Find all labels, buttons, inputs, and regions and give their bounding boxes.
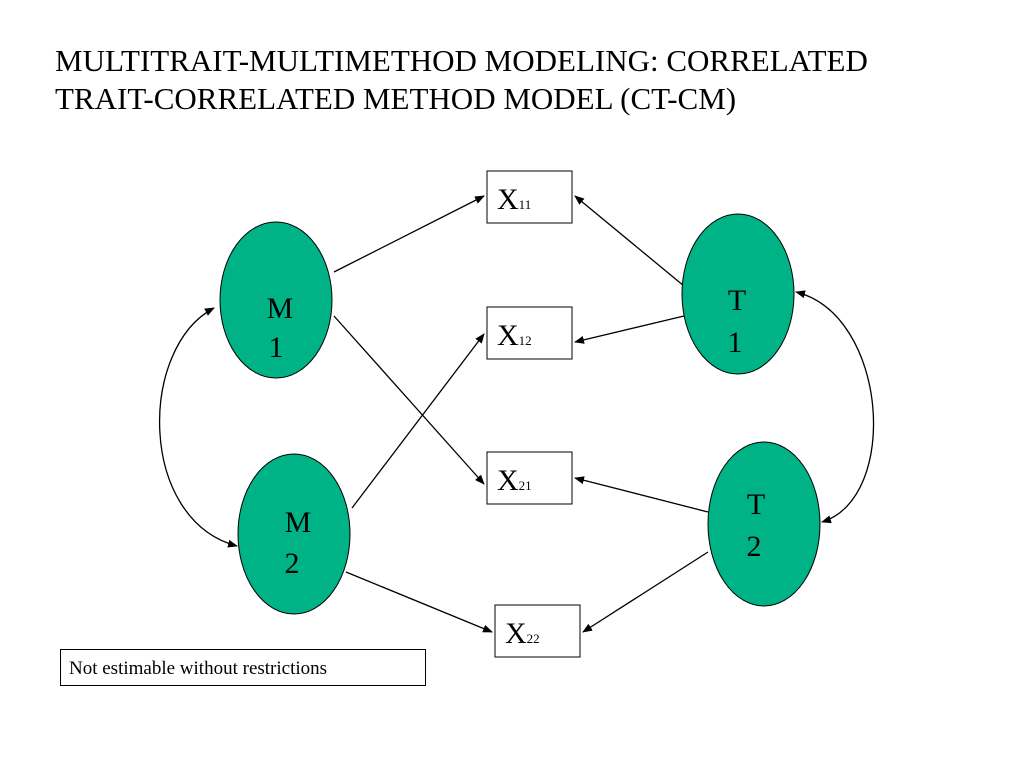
method-m2-number: 2 (285, 547, 300, 580)
trait-t2-number: 2 (747, 530, 762, 563)
trait-t1-number: 1 (728, 326, 743, 359)
trait-t2-ellipse (707, 441, 821, 607)
indicator-x11-box (486, 170, 573, 224)
indicator-x22-subscript: 22 (527, 631, 540, 646)
title-line-1: MULTITRAIT-MULTIMETHOD MODELING: CORRELA… (55, 43, 868, 78)
indicator-x22-label: X22 (505, 617, 540, 650)
slide-title: MULTITRAIT-MULTIMETHOD MODELING: CORRELA… (55, 42, 995, 118)
method-m2-letter: M (285, 506, 312, 539)
correlation-arc-m1-m2 (158, 307, 238, 548)
indicator-x12-box (486, 306, 573, 360)
indicator-x22[interactable]: X22 (494, 604, 581, 658)
method-m2-ellipse (237, 453, 351, 615)
trait-node-t2[interactable]: T 2 (707, 441, 821, 607)
method-m1-ellipse (219, 221, 333, 379)
path-arrow-t1-to-x11 (574, 195, 685, 287)
trait-t1-letter: T (728, 284, 746, 317)
indicator-x12-base: X (497, 319, 519, 352)
indicator-x21-base: X (497, 464, 519, 497)
indicator-x22-box (494, 604, 581, 658)
path-arrow-t1-to-x12 (574, 315, 685, 344)
indicator-x12-label: X12 (497, 319, 532, 352)
path-arrow-t2-to-x22 (582, 551, 709, 633)
indicator-x12[interactable]: X12 (486, 306, 573, 360)
path-arrow-m1-to-x11 (333, 195, 485, 273)
trait-t1-ellipse (681, 213, 795, 375)
method-m1-number: 1 (269, 331, 284, 364)
indicator-x22-base: X (505, 617, 527, 650)
title-line-2: TRAIT-CORRELATED METHOD MODEL (CT-CM) (55, 81, 737, 116)
trait-t2-letter: T (747, 488, 765, 521)
method-m1-letter: M (267, 292, 294, 325)
path-arrow-m2-to-x22 (345, 571, 493, 633)
trait-node-t1[interactable]: T 1 (681, 213, 795, 375)
indicator-x11-subscript: 11 (519, 197, 532, 212)
method-node-m2[interactable]: M 2 (237, 453, 351, 615)
edge-layer (158, 195, 875, 633)
path-arrow-m1-to-x21 (333, 315, 485, 485)
estimability-note: Not estimable without restrictions (60, 649, 426, 686)
indicator-x11-label: X11 (497, 183, 531, 216)
path-arrow-m2-to-x12 (351, 333, 485, 509)
indicator-x11[interactable]: X11 (486, 170, 573, 224)
indicator-x11-base: X (497, 183, 519, 216)
correlation-arc-t1-t2 (795, 290, 875, 524)
indicator-x21-subscript: 21 (519, 478, 532, 493)
indicator-x21-box (486, 451, 573, 505)
indicator-x21-label: X21 (497, 464, 532, 497)
indicator-x21[interactable]: X21 (486, 451, 573, 505)
method-node-m1[interactable]: M 1 (219, 221, 333, 379)
indicator-x12-subscript: 12 (519, 333, 532, 348)
path-arrow-t2-to-x21 (574, 476, 709, 513)
